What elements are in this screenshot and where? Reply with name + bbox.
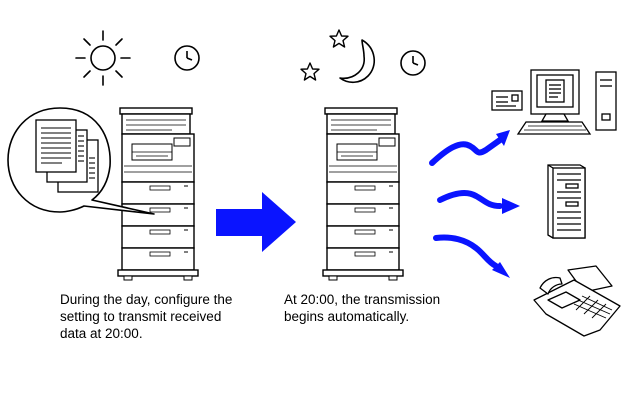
caption-transmission: At 20:00, the transmission begins automa… [284, 291, 440, 325]
printer-icon [117, 107, 199, 281]
printer-icon [322, 107, 404, 281]
caption-daytime: During the day, configure the setting to… [60, 291, 232, 342]
star-icon [329, 29, 349, 48]
caption-line: At 20:00, the transmission [284, 292, 441, 307]
clock-icon [174, 45, 200, 71]
caption-line: data at 20:00. [60, 326, 143, 341]
right-arrow-icon [216, 192, 296, 252]
caption-line: setting to transmit received [60, 309, 222, 324]
sun-icon [75, 30, 131, 86]
clock-icon [400, 50, 426, 76]
arrow-heads [492, 130, 520, 278]
moon-icon [339, 39, 375, 84]
star-icon [300, 62, 320, 81]
caption-line: During the day, configure the [60, 292, 233, 307]
document-icon [35, 119, 99, 193]
transmission-arrows [429, 137, 503, 269]
fax-icon [533, 265, 621, 337]
caption-line: begins automatically. [284, 309, 410, 324]
server-icon [547, 164, 586, 239]
computer-icon [491, 69, 617, 135]
